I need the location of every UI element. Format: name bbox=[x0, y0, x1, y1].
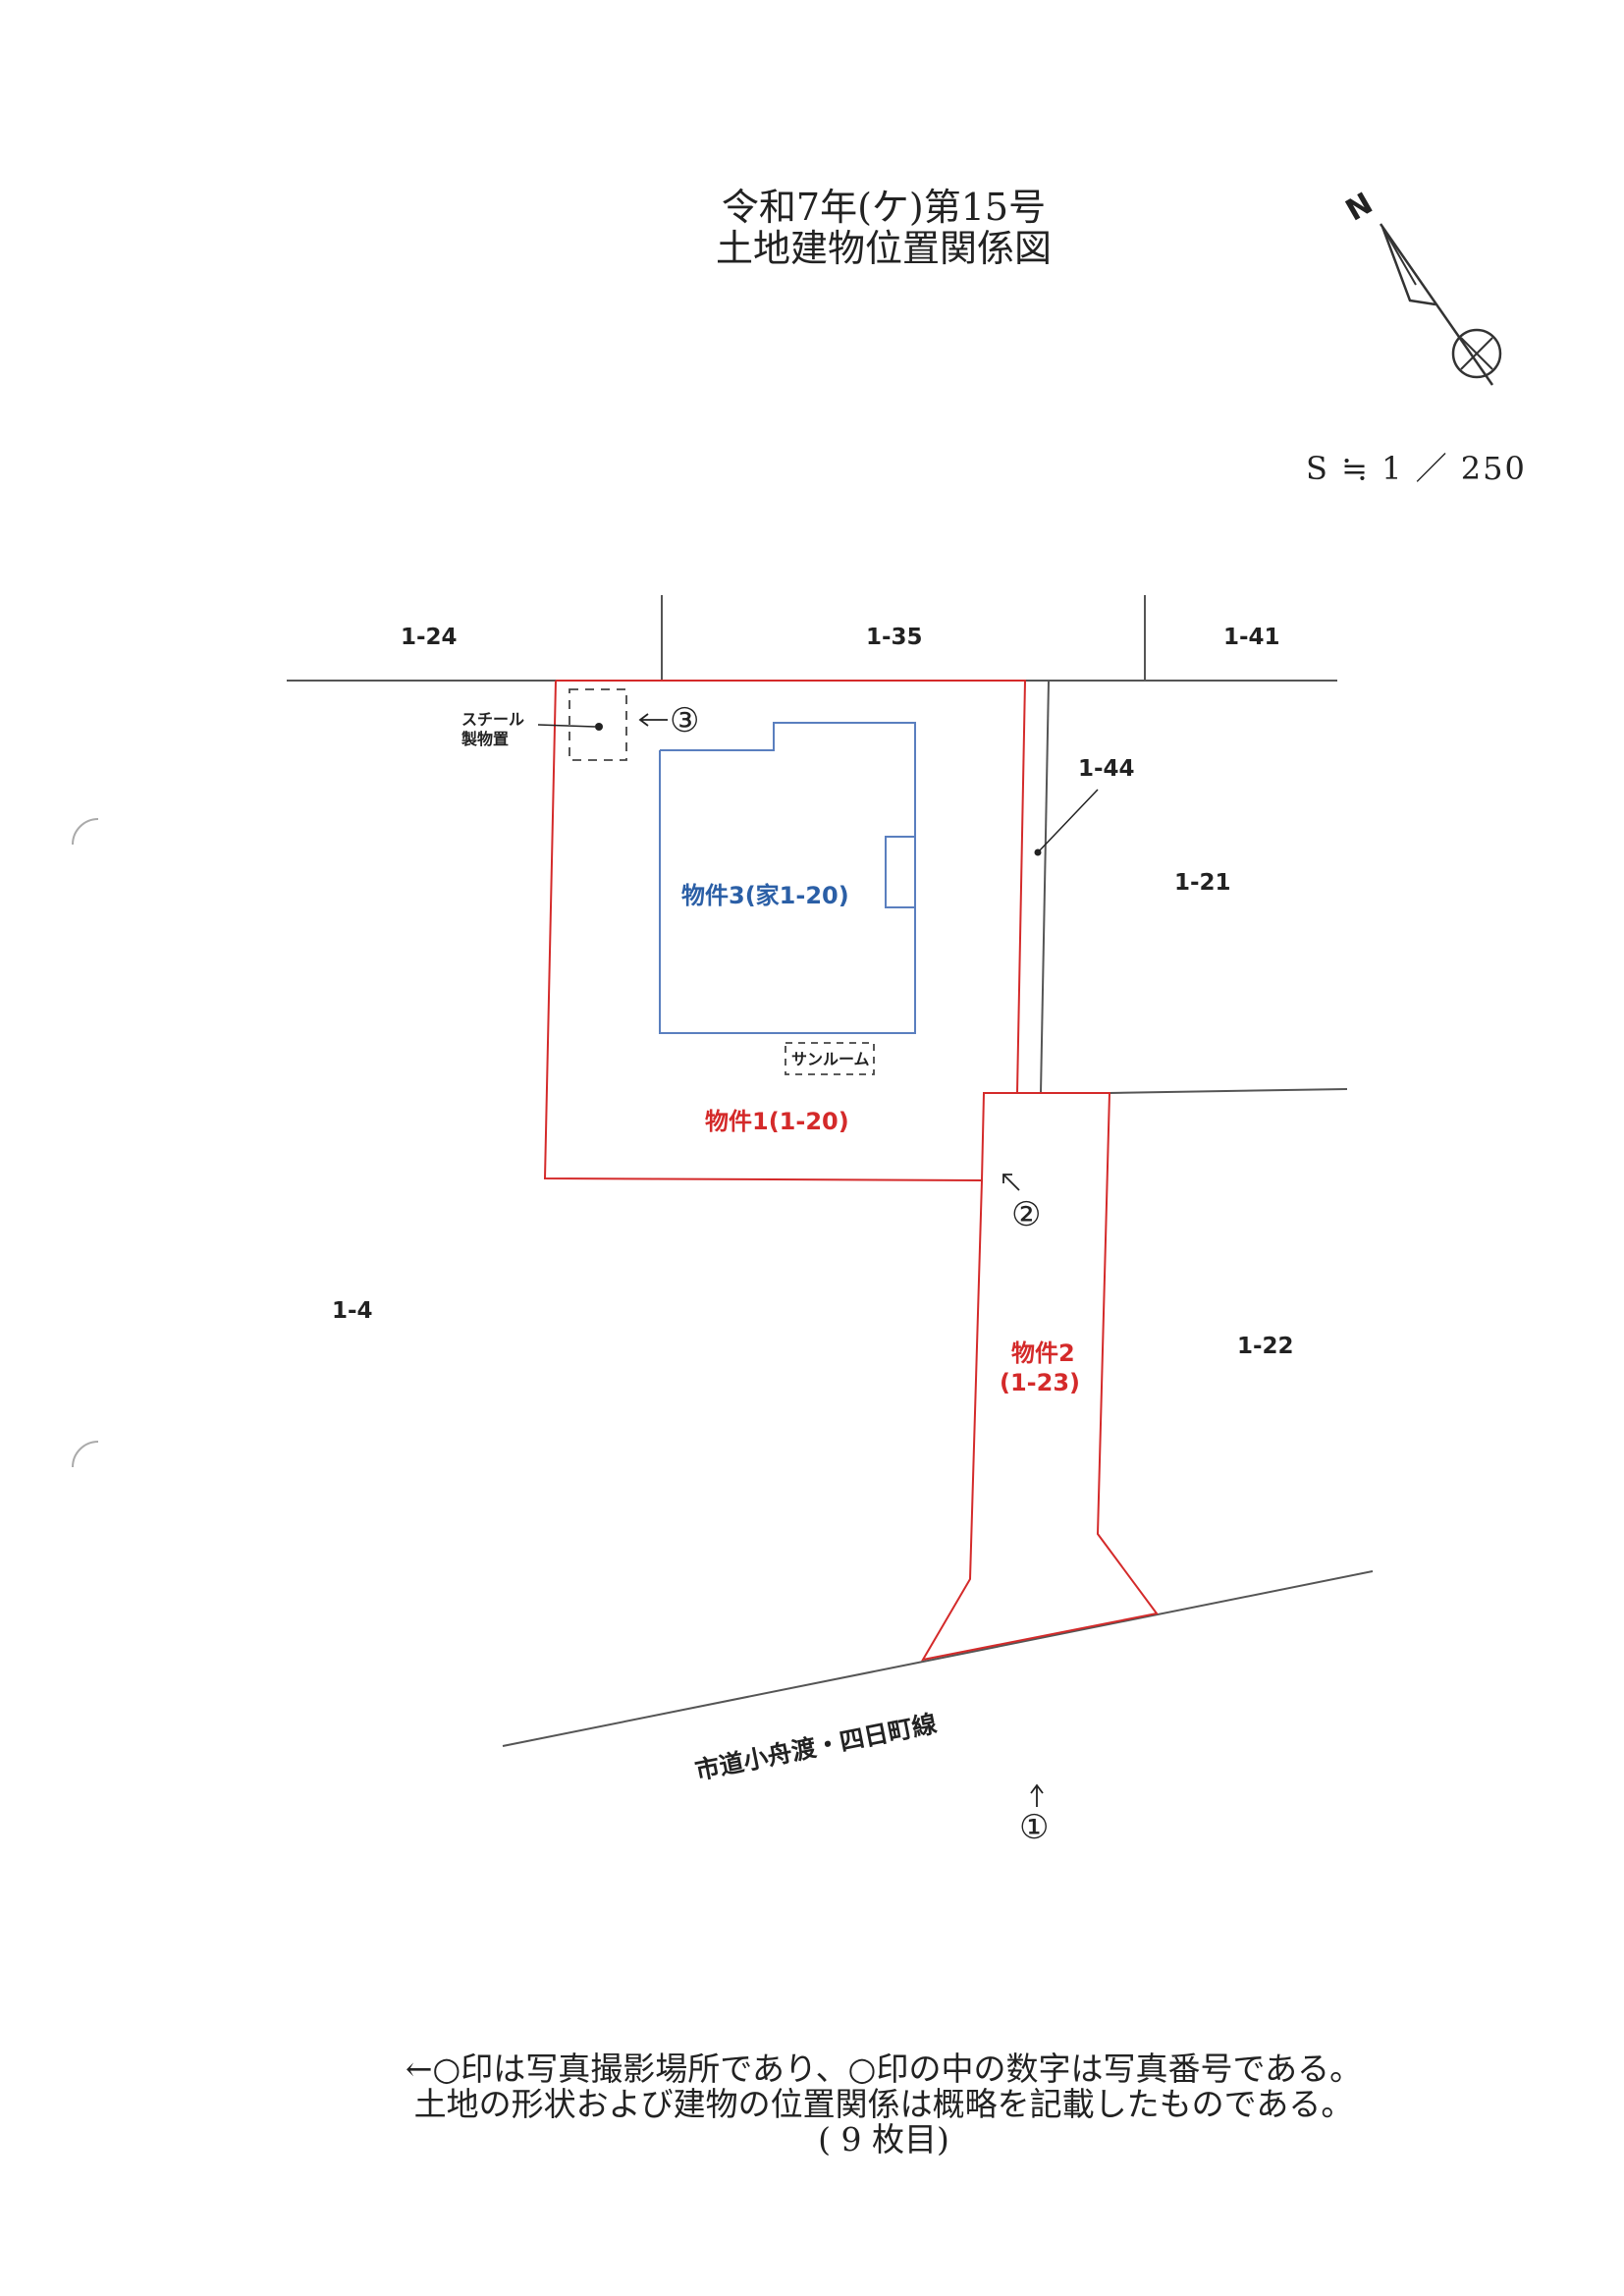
steel-shed-point bbox=[595, 723, 603, 731]
parcel-label-1-44: 1-44 bbox=[1078, 756, 1135, 782]
parcel-lines bbox=[287, 595, 1374, 1747]
page-count-note: ( 9 枚目) bbox=[818, 2120, 949, 2159]
parcel-1-44-point bbox=[1034, 848, 1042, 856]
property-3-label: 物件3(家1-20) bbox=[681, 882, 849, 909]
parcel-label-1-4: 1-4 bbox=[332, 1298, 373, 1324]
steel-shed-leader bbox=[537, 724, 596, 728]
property-boundaries bbox=[543, 680, 1159, 1662]
property-1-label: 物件1(1-20) bbox=[705, 1108, 849, 1135]
property-2-label: 物件2 bbox=[1011, 1339, 1075, 1367]
parcel-label-1-24: 1-24 bbox=[401, 625, 458, 650]
note-line-2: 土地の形状および建物の位置関係は概略を記載したものである。 bbox=[413, 2085, 1354, 2123]
photo-marker-1: ① bbox=[1019, 1808, 1049, 1847]
parcel-label-1-22: 1-22 bbox=[1237, 1334, 1294, 1359]
parcel-label-1-41: 1-41 bbox=[1223, 625, 1280, 650]
building-outline bbox=[659, 722, 916, 1034]
sunroom-outline bbox=[785, 1042, 875, 1075]
steel-shed-label-2: 製物置 bbox=[460, 730, 509, 748]
north-arrow-icon bbox=[1379, 223, 1502, 386]
photo-marker-arrows bbox=[638, 713, 1044, 1807]
photo-marker-3: ③ bbox=[670, 701, 699, 740]
sunroom-label: サンルーム bbox=[791, 1050, 870, 1068]
diagram-title: 土地建物位置関係図 bbox=[715, 227, 1052, 270]
photo-marker-2: ② bbox=[1011, 1195, 1041, 1234]
road-name-label: 市道小舟渡・四日町線 bbox=[692, 1709, 939, 1784]
property-2-parcel-label: (1-23) bbox=[1000, 1369, 1080, 1396]
hole-punch-marks bbox=[72, 818, 99, 1468]
note-line-1: ←○印は写真撮影場所であり、○印の中の数字は写真番号である。 bbox=[405, 2050, 1363, 2088]
case-number-title: 令和7年(ケ)第15号 bbox=[721, 186, 1047, 229]
parcel-label-1-35: 1-35 bbox=[866, 625, 923, 650]
scale-label: S ≒ 1 ／ 250 bbox=[1306, 450, 1527, 487]
steel-shed-label: スチール bbox=[461, 710, 524, 729]
steel-shed-outline bbox=[568, 688, 627, 761]
parcel-label-1-21: 1-21 bbox=[1174, 870, 1231, 896]
north-label: N bbox=[1340, 187, 1379, 229]
parcel-1-44-leader bbox=[1037, 789, 1099, 853]
